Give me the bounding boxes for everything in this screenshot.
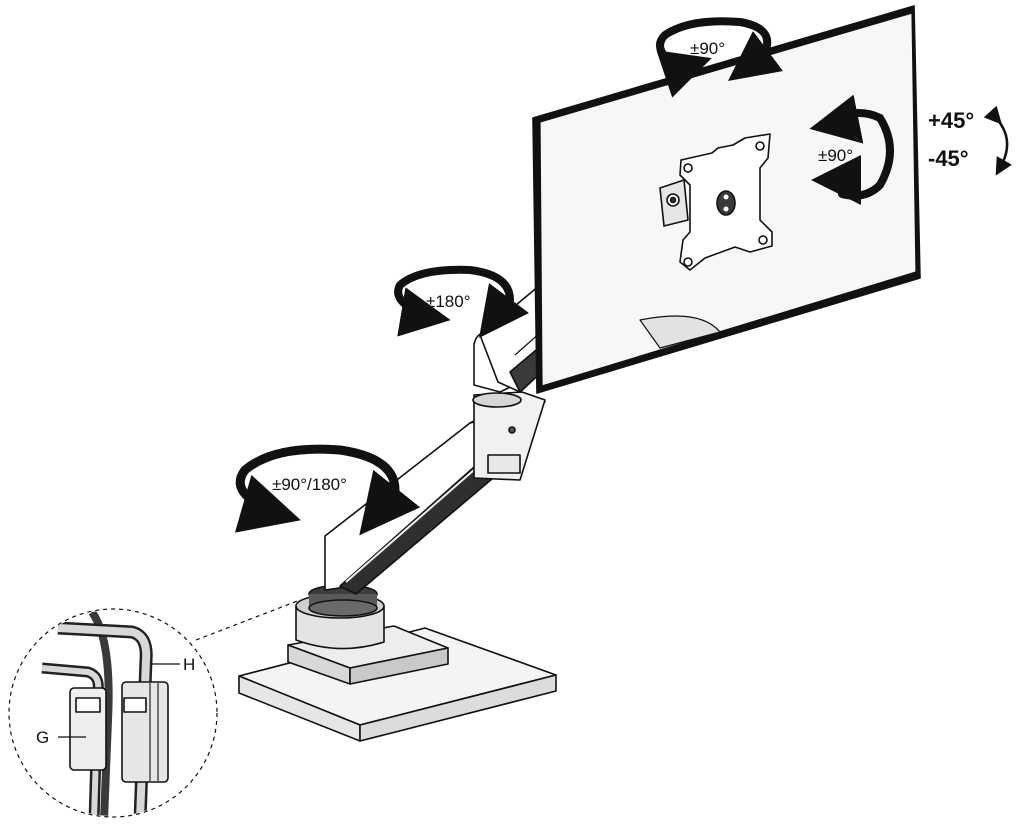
screen-rotation-label: ±90° xyxy=(818,146,853,165)
arm-joint-swivel-arrow xyxy=(394,265,529,338)
desk-plate xyxy=(238,627,557,742)
tilt-up-label: +45° xyxy=(928,108,974,133)
part-label-leaders xyxy=(58,663,180,738)
top-rotation-arrow xyxy=(656,17,783,98)
tilt-down-label: -45° xyxy=(928,146,969,171)
base-swivel-arrow xyxy=(234,444,421,536)
callout-leader xyxy=(8,599,301,818)
cable-clip-detail xyxy=(41,610,169,816)
part-label-h: H xyxy=(183,655,195,674)
base-swivel-label: ±90°/180° xyxy=(272,475,347,494)
part-label-g: G xyxy=(36,728,49,747)
arm-joint-swivel-label: ±180° xyxy=(426,292,471,311)
top-rotation-label: ±90° xyxy=(690,39,725,58)
screen-rotation-arrow xyxy=(809,94,894,205)
clamp-base xyxy=(287,584,449,685)
vesa-mount-plate xyxy=(659,133,773,271)
tilt-arrow xyxy=(983,105,1012,176)
